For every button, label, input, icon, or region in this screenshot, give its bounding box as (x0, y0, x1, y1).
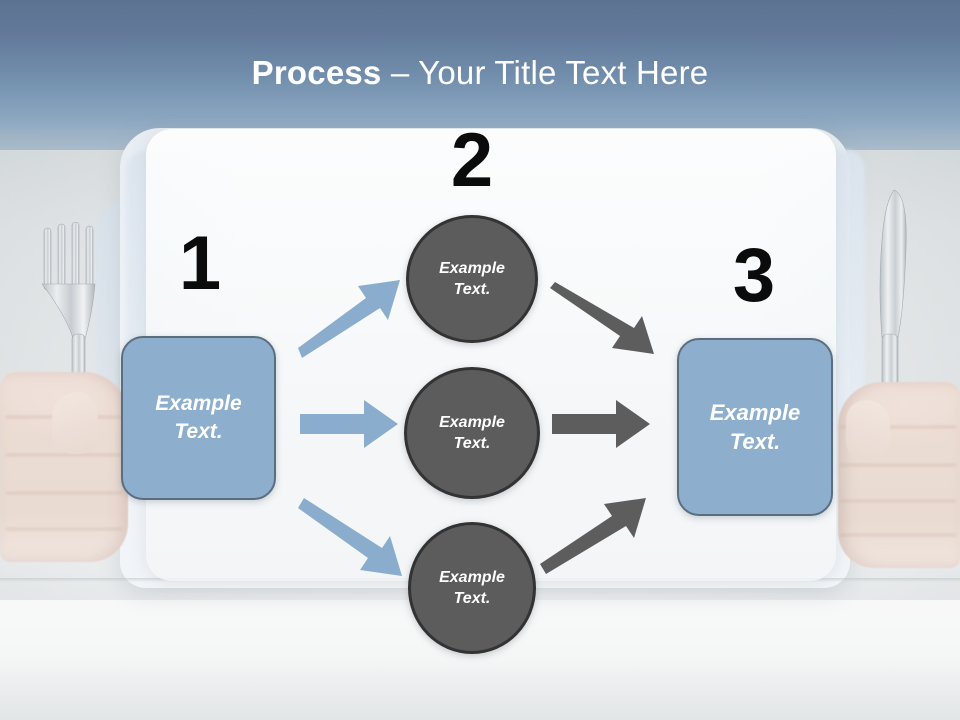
step-number-1: 1 (178, 221, 222, 306)
process-circle-top-line2: Text. (453, 281, 491, 298)
step-number-3: 3 (732, 233, 776, 318)
process-circle-top[interactable]: Example Text. (406, 215, 538, 343)
arrow-left-to-top-icon (296, 272, 404, 360)
arrow-left-to-middle-icon (300, 396, 400, 452)
process-box-right-line1: Example (709, 399, 801, 425)
process-box-left-text: Example Text. (155, 390, 241, 445)
process-box-left-line2: Text. (174, 420, 223, 443)
process-circle-middle[interactable]: Example Text. (404, 367, 540, 499)
arrow-middle-to-right-icon (552, 396, 652, 452)
process-circle-middle-line1: Example (439, 413, 505, 431)
process-circle-bottom-line1: Example (439, 568, 505, 586)
table-front-shade (0, 660, 960, 720)
process-box-right-line2: Text. (729, 429, 781, 454)
step-number-2: 2 (450, 118, 494, 203)
process-circle-bottom[interactable]: Example Text. (408, 522, 536, 654)
page-title: Process – Your Title Text Here (0, 52, 960, 94)
process-circle-middle-text: Example Text. (439, 412, 505, 455)
right-thumb (846, 400, 890, 460)
process-circle-middle-line2: Text. (453, 435, 491, 452)
page-title-strong: Process (251, 54, 382, 91)
process-box-left-line1: Example (155, 392, 242, 416)
left-thumb (52, 392, 98, 454)
page-title-rest: – Your Title Text Here (381, 54, 709, 91)
process-box-left[interactable]: Example Text. (121, 336, 276, 500)
process-box-right-text: Example Text. (710, 398, 801, 456)
process-circle-top-text: Example Text. (439, 258, 505, 301)
arrow-bottom-to-right-icon (538, 492, 654, 574)
arrow-left-to-bottom-icon (296, 498, 406, 584)
process-circle-bottom-line2: Text. (453, 590, 491, 607)
arrow-top-to-right-icon (550, 282, 662, 360)
process-circle-bottom-text: Example Text. (439, 567, 505, 610)
process-box-right[interactable]: Example Text. (677, 338, 833, 516)
process-circle-top-line1: Example (439, 259, 505, 277)
